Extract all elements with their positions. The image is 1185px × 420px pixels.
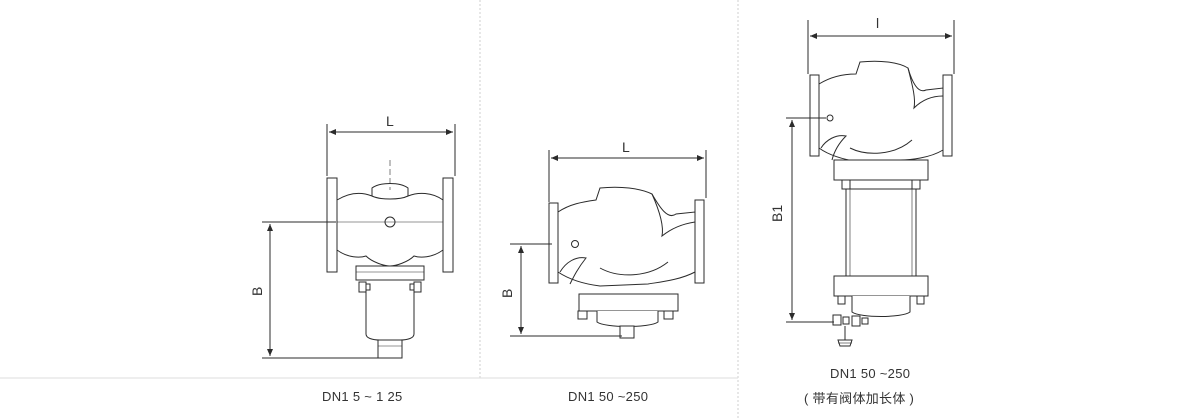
- caption-panel-3-line-1: DN1 50 ~250: [830, 366, 911, 381]
- dimension-label-b-1: B: [249, 287, 265, 296]
- valve-drawing-3: [809, 60, 953, 347]
- dimension-label-l-3: l: [876, 15, 879, 31]
- panel-dividers: [0, 0, 739, 420]
- dimension-label-b1-3: B1: [769, 205, 785, 222]
- dimension-label-l-2: L: [622, 139, 630, 155]
- dimension-lines-1: [262, 124, 456, 359]
- valve-drawing-1: [326, 160, 454, 359]
- caption-panel-3-line-2: ( 带有阀体加长体 ): [804, 391, 915, 406]
- dimension-label-l-1: L: [386, 113, 394, 129]
- valve-drawing-2: [548, 186, 705, 339]
- dimension-lines-2: [510, 150, 707, 337]
- dimension-label-b-2: B: [499, 289, 515, 298]
- dimension-lines-3: [786, 20, 955, 323]
- caption-panel-1: DN1 5 ~ 1 25: [322, 389, 403, 404]
- caption-panel-2: DN1 50 ~250: [568, 389, 649, 404]
